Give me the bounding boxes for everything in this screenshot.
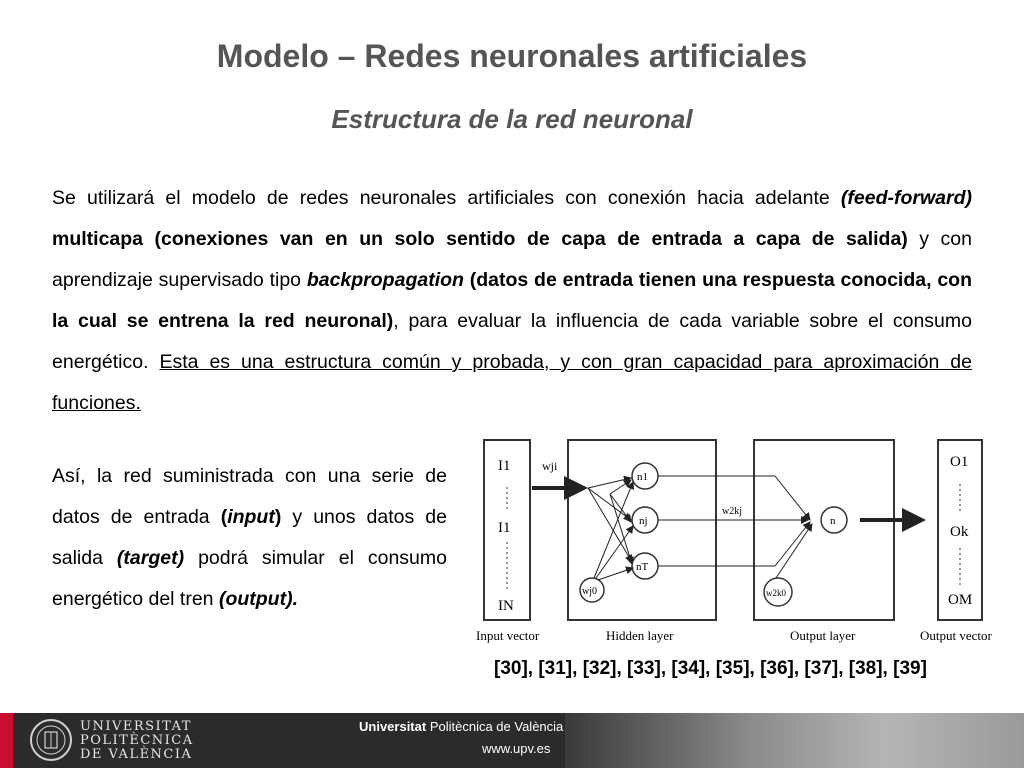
paragraph-model-description: Se utilizará el modelo de redes neuronal… bbox=[52, 178, 972, 424]
footer-url[interactable]: www.upv.es bbox=[482, 741, 551, 756]
text-run-paren: ) bbox=[274, 506, 282, 528]
input-to-hidden-connections bbox=[587, 475, 635, 581]
text-run: y con aprendizaje supervisado tipo bbox=[52, 228, 972, 291]
weight-wji-label: wji bbox=[542, 459, 558, 473]
university-seal-icon bbox=[30, 719, 72, 761]
output-label-2: Ok bbox=[950, 524, 969, 540]
input-label-3: IN bbox=[498, 598, 514, 614]
output-node-n-label: n bbox=[830, 515, 836, 527]
footer-photo-banner bbox=[565, 713, 1024, 768]
output-layer-box bbox=[753, 439, 895, 621]
university-wordmark-line: POLITÈCNICA bbox=[80, 733, 194, 748]
text-run-output: (output). bbox=[218, 588, 298, 610]
input-vector-box bbox=[483, 439, 531, 621]
weight-w2kj-label: w2kj bbox=[722, 506, 742, 517]
footer-red-accent bbox=[0, 713, 13, 768]
text-run: y unos datos de salida bbox=[52, 506, 447, 569]
footer-university-name-bold: Universitat bbox=[359, 719, 427, 734]
text-run-underlined: Esta es una estructura común y probada, … bbox=[52, 351, 972, 414]
bias-node-w2k0-label: w2k0 bbox=[766, 588, 786, 598]
output-label-3: OM bbox=[948, 592, 972, 608]
text-run-feed-forward: (feed-forward) bbox=[840, 187, 972, 209]
text-run-multicapa: multicapa (conexiones van en un solo sen… bbox=[52, 228, 908, 250]
input-label-2: I1 bbox=[498, 520, 511, 536]
text-run: Se utilizará el modelo de redes neuronal… bbox=[52, 187, 841, 209]
hidden-node-nj-label: nj bbox=[639, 515, 648, 527]
hidden-node-n1-label: n1 bbox=[637, 471, 648, 483]
paragraph-network-usage: Así, la red suministrada con una serie d… bbox=[52, 456, 447, 620]
slide-title: Modelo – Redes neuronales artificiales bbox=[216, 38, 808, 74]
university-wordmark: UNIVERSITAT POLITÈCNICA DE VALÈNCIA bbox=[80, 720, 194, 762]
text-run-input: input bbox=[227, 506, 275, 528]
caption-output-layer: Output layer bbox=[790, 628, 856, 643]
text-run: , para evaluar la influencia de cada var… bbox=[52, 310, 972, 373]
hidden-layer-box bbox=[567, 439, 717, 621]
footer-university-name: Universitat Politècnica de València bbox=[359, 719, 563, 734]
footer-university-name-rest: Politècnica de València bbox=[426, 719, 564, 734]
university-wordmark-line: DE VALÈNCIA bbox=[80, 747, 193, 762]
bias-node-wj0-label: wj0 bbox=[582, 586, 597, 597]
slide-subtitle: Estructura de la red neuronal bbox=[331, 104, 693, 134]
university-wordmark-line: UNIVERSITAT bbox=[80, 719, 192, 734]
hidden-to-output-connections bbox=[658, 475, 813, 579]
caption-output-vector: Output vector bbox=[920, 628, 993, 643]
hidden-node-nT-label: nT bbox=[636, 561, 649, 573]
output-label-1: O1 bbox=[950, 454, 968, 470]
text-run: podrá simular el consumo energético del … bbox=[52, 547, 447, 610]
text-run-paren: ( bbox=[220, 506, 228, 528]
output-vector-box bbox=[937, 439, 983, 621]
caption-input-vector: Input vector bbox=[476, 628, 540, 643]
references: [30], [31], [32], [33], [34], [35], [36]… bbox=[494, 658, 927, 679]
neural-network-diagram: I1 I1 IN wji n1 nj nT wj0 w2kj n w2k0 bbox=[476, 439, 993, 643]
caption-hidden-layer: Hidden layer bbox=[606, 628, 674, 643]
bias-node-wj0 bbox=[579, 577, 605, 603]
text-run-datos-entrada: (datos de entrada tienen una respuesta c… bbox=[52, 269, 972, 332]
output-node-n bbox=[820, 506, 848, 534]
text-run-backpropagation: backpropagation bbox=[306, 269, 464, 291]
footer-bar: UNIVERSITAT POLITÈCNICA DE VALÈNCIA Univ… bbox=[0, 713, 1024, 768]
bias-node-w2k0 bbox=[763, 577, 793, 607]
text-run: Así, la red suministrada con una serie d… bbox=[52, 465, 447, 528]
input-label-1: I1 bbox=[498, 458, 511, 474]
text-run-target: (target) bbox=[116, 547, 185, 569]
